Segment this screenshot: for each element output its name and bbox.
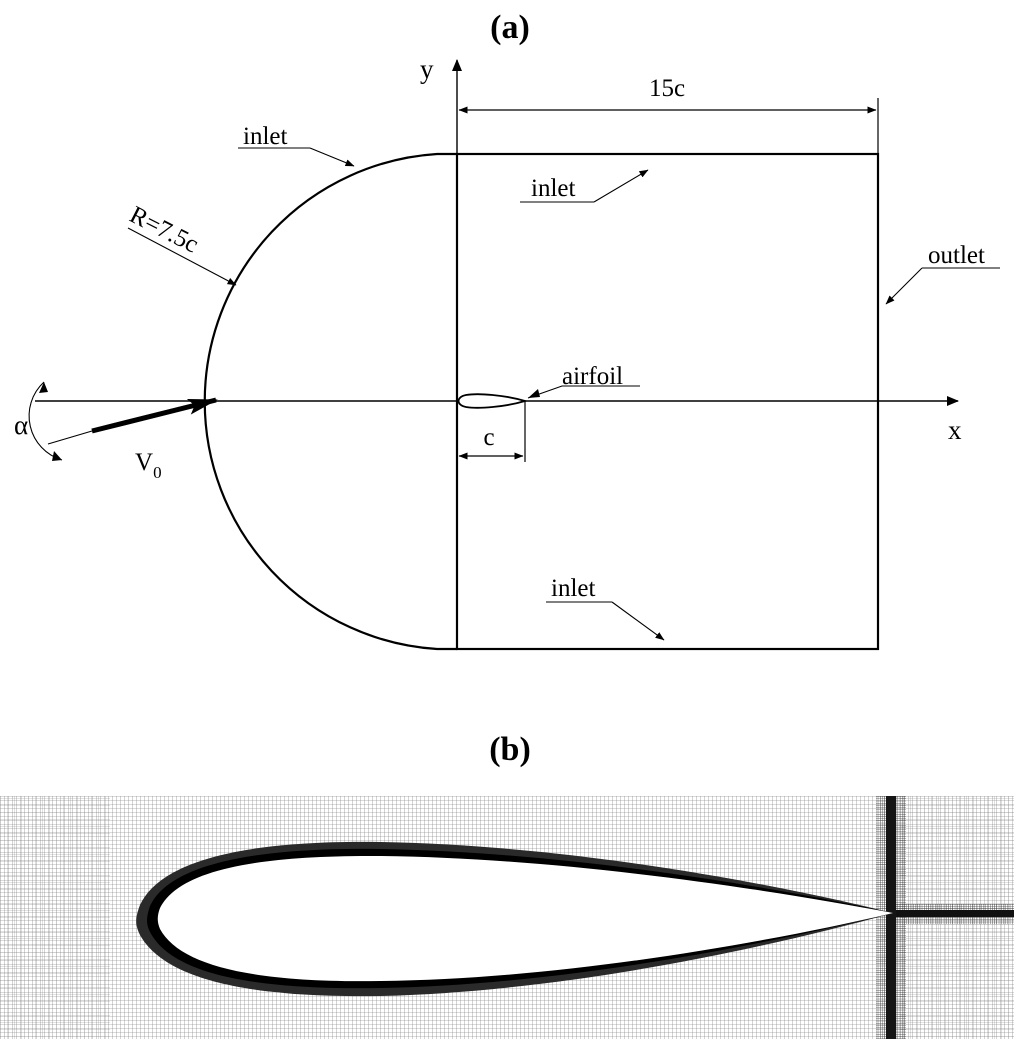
mesh-trailing-edge-core — [886, 796, 896, 1039]
dim-chord-label: c — [483, 424, 494, 451]
velocity-arrow — [91, 397, 218, 434]
outlet-label: outlet — [928, 242, 985, 269]
inlet-top-label: inlet — [531, 175, 575, 202]
x-axis-label: x — [948, 415, 962, 445]
airfoil-leader-arrow — [528, 389, 540, 398]
inlet-bottom-label: inlet — [551, 575, 595, 602]
inlet-arc-label: inlet — [243, 123, 287, 150]
mesh-far-left — [0, 796, 110, 1039]
angle-arc-arrow-top — [39, 382, 48, 393]
radius-leader — [127, 227, 237, 286]
inlet-arc-leader — [309, 147, 355, 167]
dim-domain-label: 15c — [649, 75, 685, 102]
inlet-top-leader — [593, 169, 649, 203]
angle-arc-arrow-bottom — [52, 451, 62, 461]
airfoil-shape — [457, 393, 529, 409]
airfoil-body — [157, 855, 893, 982]
panel-b-label: (b) — [489, 731, 531, 768]
angle-label: α — [14, 410, 28, 440]
inlet-bottom-leader — [611, 601, 665, 641]
velocity-thin-tail — [47, 430, 93, 445]
mesh-wake-core — [896, 910, 1014, 917]
airfoil-label: airfoil — [562, 363, 623, 390]
panel-a: (a) x y 15c c airfoil inlet R=7.5c — [14, 9, 1000, 651]
airfoil-leader — [527, 385, 640, 399]
radius-label: R=7.5c — [125, 201, 202, 258]
y-axis-label: y — [420, 54, 434, 84]
outlet-leader — [885, 267, 923, 305]
velocity-label: V0 — [135, 449, 162, 482]
angle-arc — [28, 381, 63, 461]
panel-b: (b) — [0, 731, 1014, 1039]
panel-a-label: (a) — [490, 9, 530, 46]
